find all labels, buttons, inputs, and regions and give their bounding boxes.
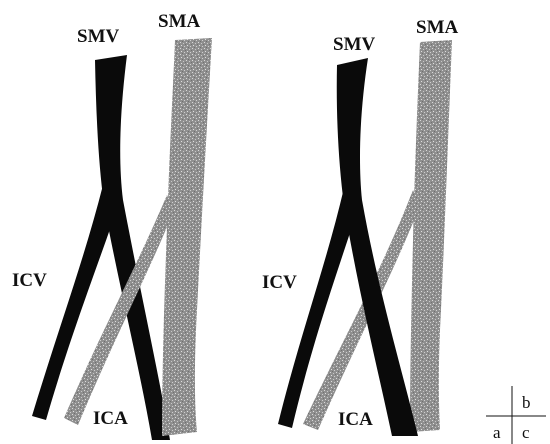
icv-vessel: [32, 185, 120, 420]
smv-vessel: [95, 55, 170, 440]
panel-key-b: b: [522, 393, 531, 412]
panel-1: SMV SMA ICV ICA: [12, 11, 212, 440]
smv-label: SMV: [333, 34, 376, 55]
sma-label: SMA: [158, 11, 201, 32]
panel-key-a: a: [493, 423, 501, 442]
ica-label: ICA: [93, 408, 128, 429]
sma-vessel: [162, 38, 212, 436]
icv-label: ICV: [12, 270, 47, 291]
ica-label: ICA: [338, 409, 373, 430]
panel-key-c: c: [522, 423, 530, 442]
smv-label: SMV: [77, 26, 120, 47]
icv-label: ICV: [262, 272, 297, 293]
panel-2: SMV SMA ICV ICA: [262, 17, 459, 436]
sma-vessel: [410, 40, 452, 432]
sma-label: SMA: [416, 17, 459, 38]
panel-key: b a c: [486, 386, 546, 444]
smv-vessel: [337, 58, 418, 436]
